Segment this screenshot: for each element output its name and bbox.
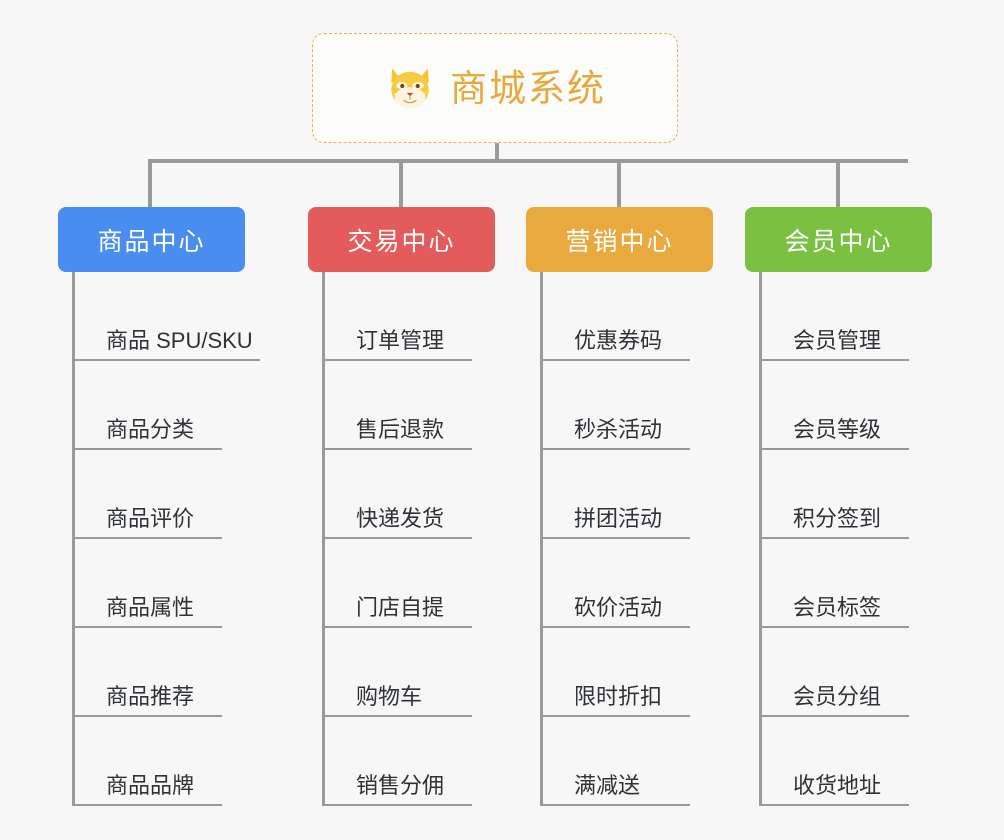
leaf-item-underline (72, 804, 222, 806)
leaf-item[interactable]: 会员标签 (759, 539, 995, 628)
leaf-list-1: 订单管理售后退款快递发货门店自提购物车销售分佣 (322, 272, 558, 806)
leaf-item-underline (72, 626, 222, 628)
leaf-item-underline (72, 359, 260, 361)
leaf-item-label: 会员标签 (793, 594, 882, 620)
leaf-item-label: 收货地址 (793, 772, 882, 798)
leaf-list-2: 优惠券码秒杀活动拼团活动砍价活动限时折扣满减送 (540, 272, 776, 806)
category-column-2: 营销中心 优惠券码秒杀活动拼团活动砍价活动限时折扣满减送 (526, 207, 776, 806)
leaf-item-underline (540, 537, 690, 539)
leaf-item-underline (322, 448, 472, 450)
leaf-item-label: 会员分组 (793, 683, 882, 709)
leaf-item-label: 秒杀活动 (574, 416, 663, 442)
leaf-item-underline (759, 359, 909, 361)
leaf-item[interactable]: 商品 SPU/SKU (72, 272, 308, 361)
connector-drop-1 (148, 161, 152, 207)
leaf-item-label: 快递发货 (356, 505, 445, 531)
leaf-item[interactable]: 商品分类 (72, 361, 308, 450)
leaf-item-label: 商品属性 (106, 594, 195, 620)
leaf-item-underline (322, 715, 472, 717)
leaf-item[interactable]: 限时折扣 (540, 628, 776, 717)
leaf-item-label: 拼团活动 (574, 505, 663, 531)
leaf-item-underline (322, 537, 472, 539)
leaf-item-label: 积分签到 (793, 505, 882, 531)
root-node[interactable]: 商城系统 (312, 33, 678, 143)
connector-drop-4 (836, 161, 840, 207)
leaf-item-underline (759, 804, 909, 806)
leaf-item-underline (759, 715, 909, 717)
leaf-item[interactable]: 快递发货 (322, 450, 558, 539)
leaf-item-underline (540, 448, 690, 450)
leaf-item[interactable]: 订单管理 (322, 272, 558, 361)
leaf-item-underline (72, 448, 222, 450)
leaf-item[interactable]: 商品评价 (72, 450, 308, 539)
trunk-line-2 (540, 272, 543, 806)
leaf-list-3: 会员管理会员等级积分签到会员标签会员分组收货地址 (759, 272, 995, 806)
leaf-item[interactable]: 销售分佣 (322, 717, 558, 806)
leaf-item-underline (322, 626, 472, 628)
category-header-1[interactable]: 交易中心 (308, 207, 495, 272)
leaf-item[interactable]: 商品推荐 (72, 628, 308, 717)
leaf-item-label: 商品品牌 (106, 772, 195, 798)
leaf-item-underline (72, 715, 222, 717)
leaf-item[interactable]: 优惠券码 (540, 272, 776, 361)
leaf-item-underline (759, 448, 909, 450)
trunk-line-3 (759, 272, 762, 806)
leaf-item-label: 购物车 (356, 683, 423, 709)
leaf-item-underline (540, 715, 690, 717)
leaf-item-label: 商品 SPU/SKU (106, 327, 253, 353)
connector-drop-3 (617, 161, 621, 207)
leaf-item[interactable]: 积分签到 (759, 450, 995, 539)
leaf-item-label: 销售分佣 (356, 772, 445, 798)
leaf-item[interactable]: 拼团活动 (540, 450, 776, 539)
leaf-item[interactable]: 门店自提 (322, 539, 558, 628)
leaf-item[interactable]: 会员分组 (759, 628, 995, 717)
leaf-item-label: 售后退款 (356, 416, 445, 442)
shiba-dog-icon (391, 68, 429, 109)
leaf-item-label: 商品评价 (106, 505, 195, 531)
leaf-item-underline (72, 537, 222, 539)
trunk-line-0 (72, 272, 75, 806)
leaf-item-underline (540, 626, 690, 628)
leaf-item-underline (322, 804, 472, 806)
category-column-1: 交易中心 订单管理售后退款快递发货门店自提购物车销售分佣 (308, 207, 558, 806)
leaf-item-label: 订单管理 (356, 327, 445, 353)
leaf-item[interactable]: 会员管理 (759, 272, 995, 361)
leaf-item-underline (540, 804, 690, 806)
leaf-item[interactable]: 商品品牌 (72, 717, 308, 806)
category-header-2[interactable]: 营销中心 (526, 207, 713, 272)
leaf-item-label: 商品推荐 (106, 683, 195, 709)
leaf-item[interactable]: 秒杀活动 (540, 361, 776, 450)
root-title: 商城系统 (450, 67, 606, 109)
leaf-item-label: 砍价活动 (574, 594, 663, 620)
leaf-item-label: 会员等级 (793, 416, 882, 442)
leaf-item-label: 满减送 (574, 772, 641, 798)
category-column-3: 会员中心 会员管理会员等级积分签到会员标签会员分组收货地址 (745, 207, 995, 806)
connector-drop-2 (399, 161, 403, 207)
leaf-item-label: 限时折扣 (574, 683, 663, 709)
connector-root-stem (495, 143, 499, 162)
leaf-item-underline (759, 626, 909, 628)
category-header-0[interactable]: 商品中心 (58, 207, 245, 272)
leaf-item-label: 商品分类 (106, 416, 195, 442)
connector-horizontal-bus (148, 159, 908, 163)
leaf-item-label: 门店自提 (356, 594, 445, 620)
leaf-item-underline (540, 359, 690, 361)
leaf-item-label: 优惠券码 (574, 327, 663, 353)
category-column-0: 商品中心 商品 SPU/SKU 商品分类商品评价商品属性商品推荐商品品牌 (58, 207, 308, 806)
leaf-item-underline (322, 359, 472, 361)
leaf-item[interactable]: 售后退款 (322, 361, 558, 450)
leaf-item[interactable]: 砍价活动 (540, 539, 776, 628)
leaf-item-underline (759, 537, 909, 539)
leaf-item[interactable]: 收货地址 (759, 717, 995, 806)
leaf-item[interactable]: 购物车 (322, 628, 558, 717)
leaf-item[interactable]: 商品属性 (72, 539, 308, 628)
trunk-line-1 (322, 272, 325, 806)
leaf-item[interactable]: 满减送 (540, 717, 776, 806)
leaf-item-label: 会员管理 (793, 327, 882, 353)
category-header-3[interactable]: 会员中心 (745, 207, 932, 272)
leaf-list-0: 商品 SPU/SKU 商品分类商品评价商品属性商品推荐商品品牌 (72, 272, 308, 806)
leaf-item[interactable]: 会员等级 (759, 361, 995, 450)
